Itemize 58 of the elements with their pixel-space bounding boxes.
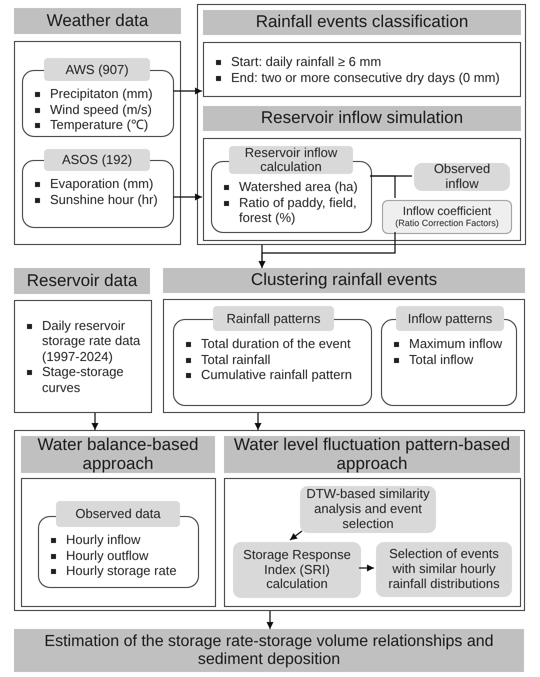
arrow <box>173 194 202 200</box>
connector-line <box>370 175 396 198</box>
bullet-item: Watershed area (ha) <box>239 179 358 195</box>
header-band: Clustering rainfall events <box>163 268 525 293</box>
arrow <box>266 611 274 629</box>
header-band: Water level fluctuation pattern-based approach <box>224 436 520 473</box>
bullet-item: Temperature (℃) <box>50 117 148 133</box>
bullet-item: Evaporation (mm) <box>50 176 154 192</box>
bullet-item: Total rainfall <box>201 352 270 368</box>
coefficient-note: (Ratio Correction Factors) <box>395 218 499 229</box>
header-band: Water balance-based approach <box>21 436 215 473</box>
bullet-item: Total inflow <box>409 352 474 368</box>
bullet-item: Precipitaton (mm) <box>50 86 153 102</box>
arrow <box>290 530 302 540</box>
tag-label: AWS (907) <box>44 58 150 81</box>
bullet-box <box>203 42 521 97</box>
bullet-item: Hourly outflow <box>66 548 148 564</box>
container-box <box>14 430 525 611</box>
header-band: Estimation of the storage rate-storage volume relationships and sediment deposition <box>14 629 524 672</box>
container-box <box>21 478 216 607</box>
header-band: Reservoir inflow simulation <box>203 106 521 131</box>
arrow <box>92 413 98 430</box>
bullet-item: Hourly inflow <box>66 532 140 548</box>
container-box <box>224 478 521 607</box>
container-box <box>14 41 181 245</box>
process-box: Selection of events with similar hourly rainfall distributions <box>376 542 512 597</box>
header-band: Rainfall events classification <box>203 10 521 35</box>
arrow <box>173 88 202 94</box>
container-box <box>197 4 526 245</box>
bullet-item: Total duration of the event <box>201 336 351 352</box>
bullet-item: Sunshine hour (hr) <box>50 192 158 208</box>
coefficient-title: Inflow coefficient <box>402 205 492 219</box>
container-box <box>203 138 521 241</box>
bullet-item: Maximum inflow <box>409 336 502 352</box>
arrow <box>258 232 396 268</box>
bullet-item: Start: daily rainfall ≥ 6 mm <box>231 54 382 70</box>
header-band: Reservoir data <box>14 268 150 294</box>
bullet-item: Wind speed (m/s) <box>50 102 152 118</box>
tag-label: Inflow patterns <box>396 306 504 331</box>
process-box: Observed inflow <box>414 163 510 191</box>
tag-label: Rainfall patterns <box>213 306 334 331</box>
coefficient-box <box>382 200 512 234</box>
arrow <box>254 413 262 430</box>
tag-label: Observed data <box>56 501 180 527</box>
arrow <box>359 564 374 572</box>
tag-label: ASOS (192) <box>44 149 150 171</box>
bullet-item: Ratio of paddy, field, forest (%) <box>239 194 358 226</box>
header-band: Weather data <box>14 8 181 34</box>
bullet-box <box>14 300 152 413</box>
tag-label: Reservoir inflow calculation <box>229 146 353 174</box>
bullet-item: End: two or more consecutive dry days (0 mm) <box>231 70 500 86</box>
bullet-item: Cumulative rainfall pattern <box>201 367 352 383</box>
bullet-item: Hourly storage rate <box>66 563 177 579</box>
container-box <box>163 299 525 413</box>
process-box: DTW-based similarity analysis and event selection <box>300 486 436 533</box>
bullet-item: Daily reservoir storage rate data (1997-2024) <box>42 318 142 364</box>
process-box: Storage Response Index (SRI) calculation <box>233 542 361 598</box>
bullet-item: Stage-storage curves <box>42 364 125 396</box>
